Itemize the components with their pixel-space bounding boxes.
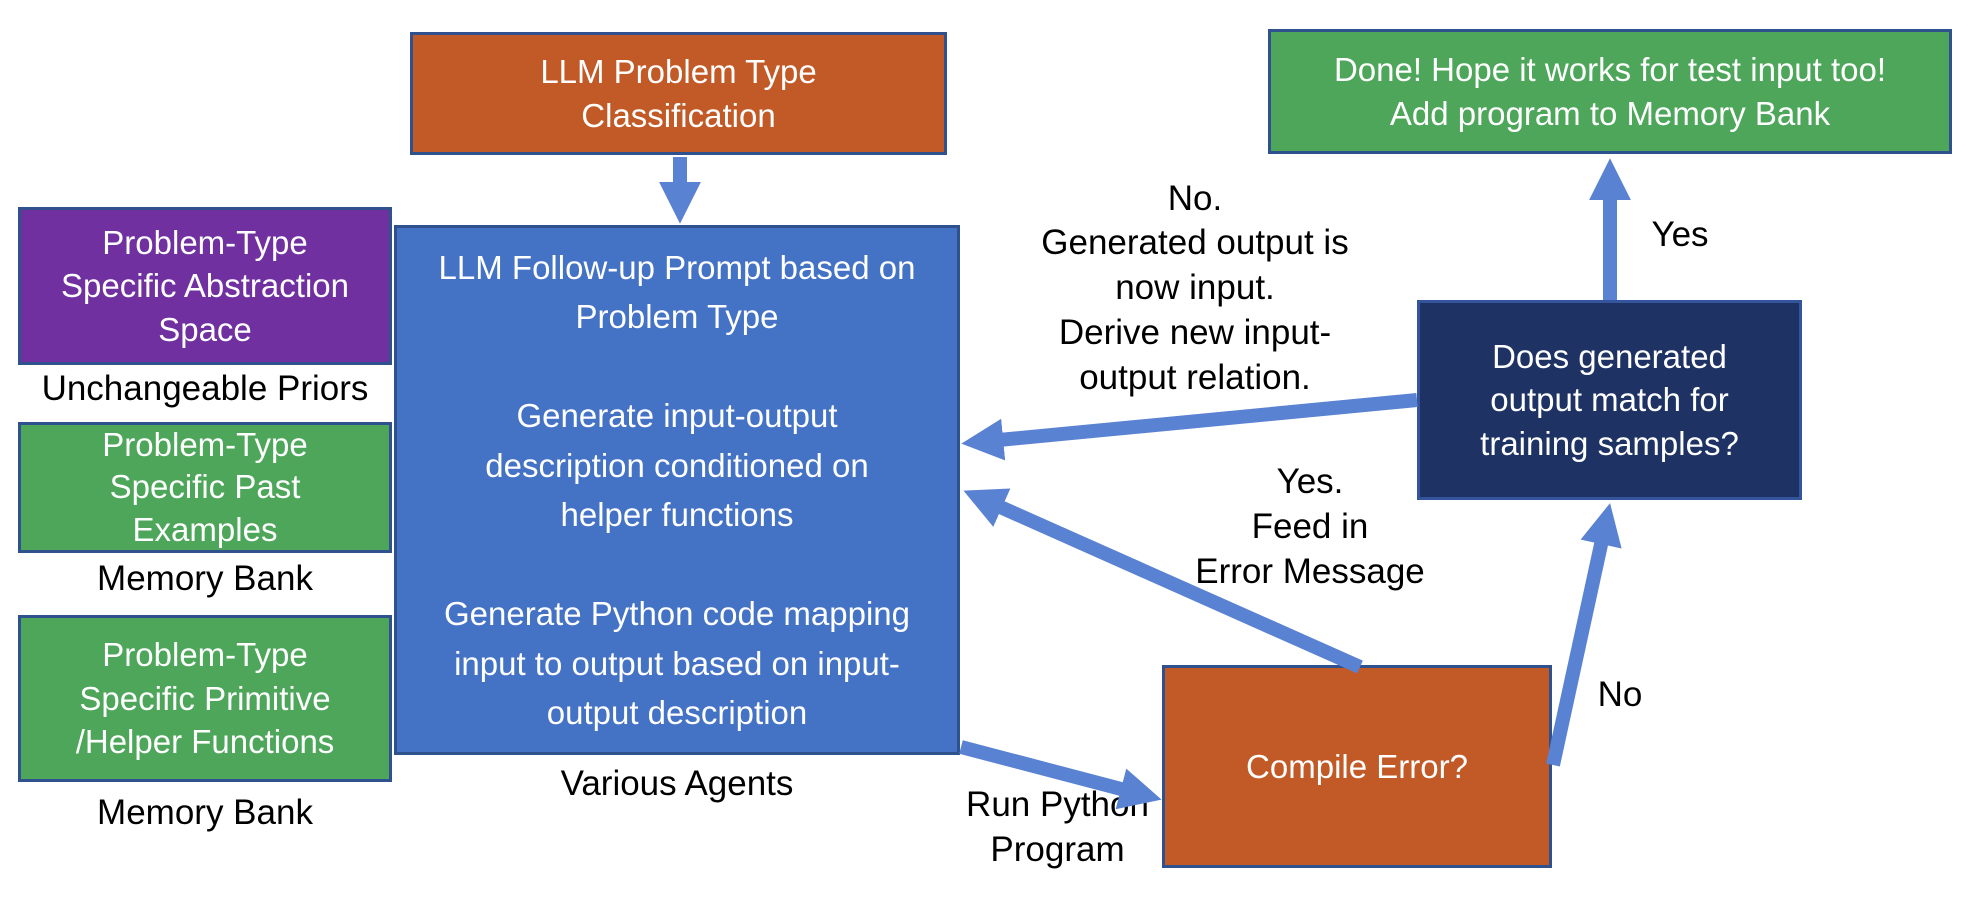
edge-label-run-python-program: Run Python Program [966, 785, 1149, 869]
node-primitive-helper-functions: Problem-Type Specific Primitive /Helper … [18, 615, 392, 782]
node-compile-error: Compile Error? [1162, 665, 1552, 868]
node-abstraction-space: Problem-Type Specific Abstraction Space [18, 207, 392, 365]
edge-label-yes: Yes [1651, 214, 1709, 254]
node-llm-followup-prompt: LLM Follow-up Prompt based on Problem Ty… [394, 225, 960, 755]
caption-various-agents: Various Agents [560, 764, 794, 804]
edge-label-no: No [1597, 674, 1643, 714]
caption-memory-bank-functions: Memory Bank [97, 792, 313, 832]
arrow-match-to-followup-no [961, 393, 1418, 461]
node-llm-problem-type-classification: LLM Problem Type Classification [410, 32, 947, 155]
edge-label-no-regenerate: No. Generated output is now input. Deriv… [1041, 178, 1349, 397]
caption-memory-bank-examples: Memory Bank [97, 559, 313, 599]
edge-label-yes-feed-error: Yes. Feed in Error Message [1195, 462, 1425, 591]
arrow-compile-to-match-no [1546, 503, 1622, 767]
node-output-match-check: Does generated output match for training… [1417, 300, 1802, 500]
node-past-examples: Problem-Type Specific Past Examples [18, 422, 392, 553]
node-done-memory-bank: Done! Hope it works for test input too! … [1268, 29, 1952, 154]
caption-unchangeable-priors: Unchangeable Priors [41, 368, 369, 408]
